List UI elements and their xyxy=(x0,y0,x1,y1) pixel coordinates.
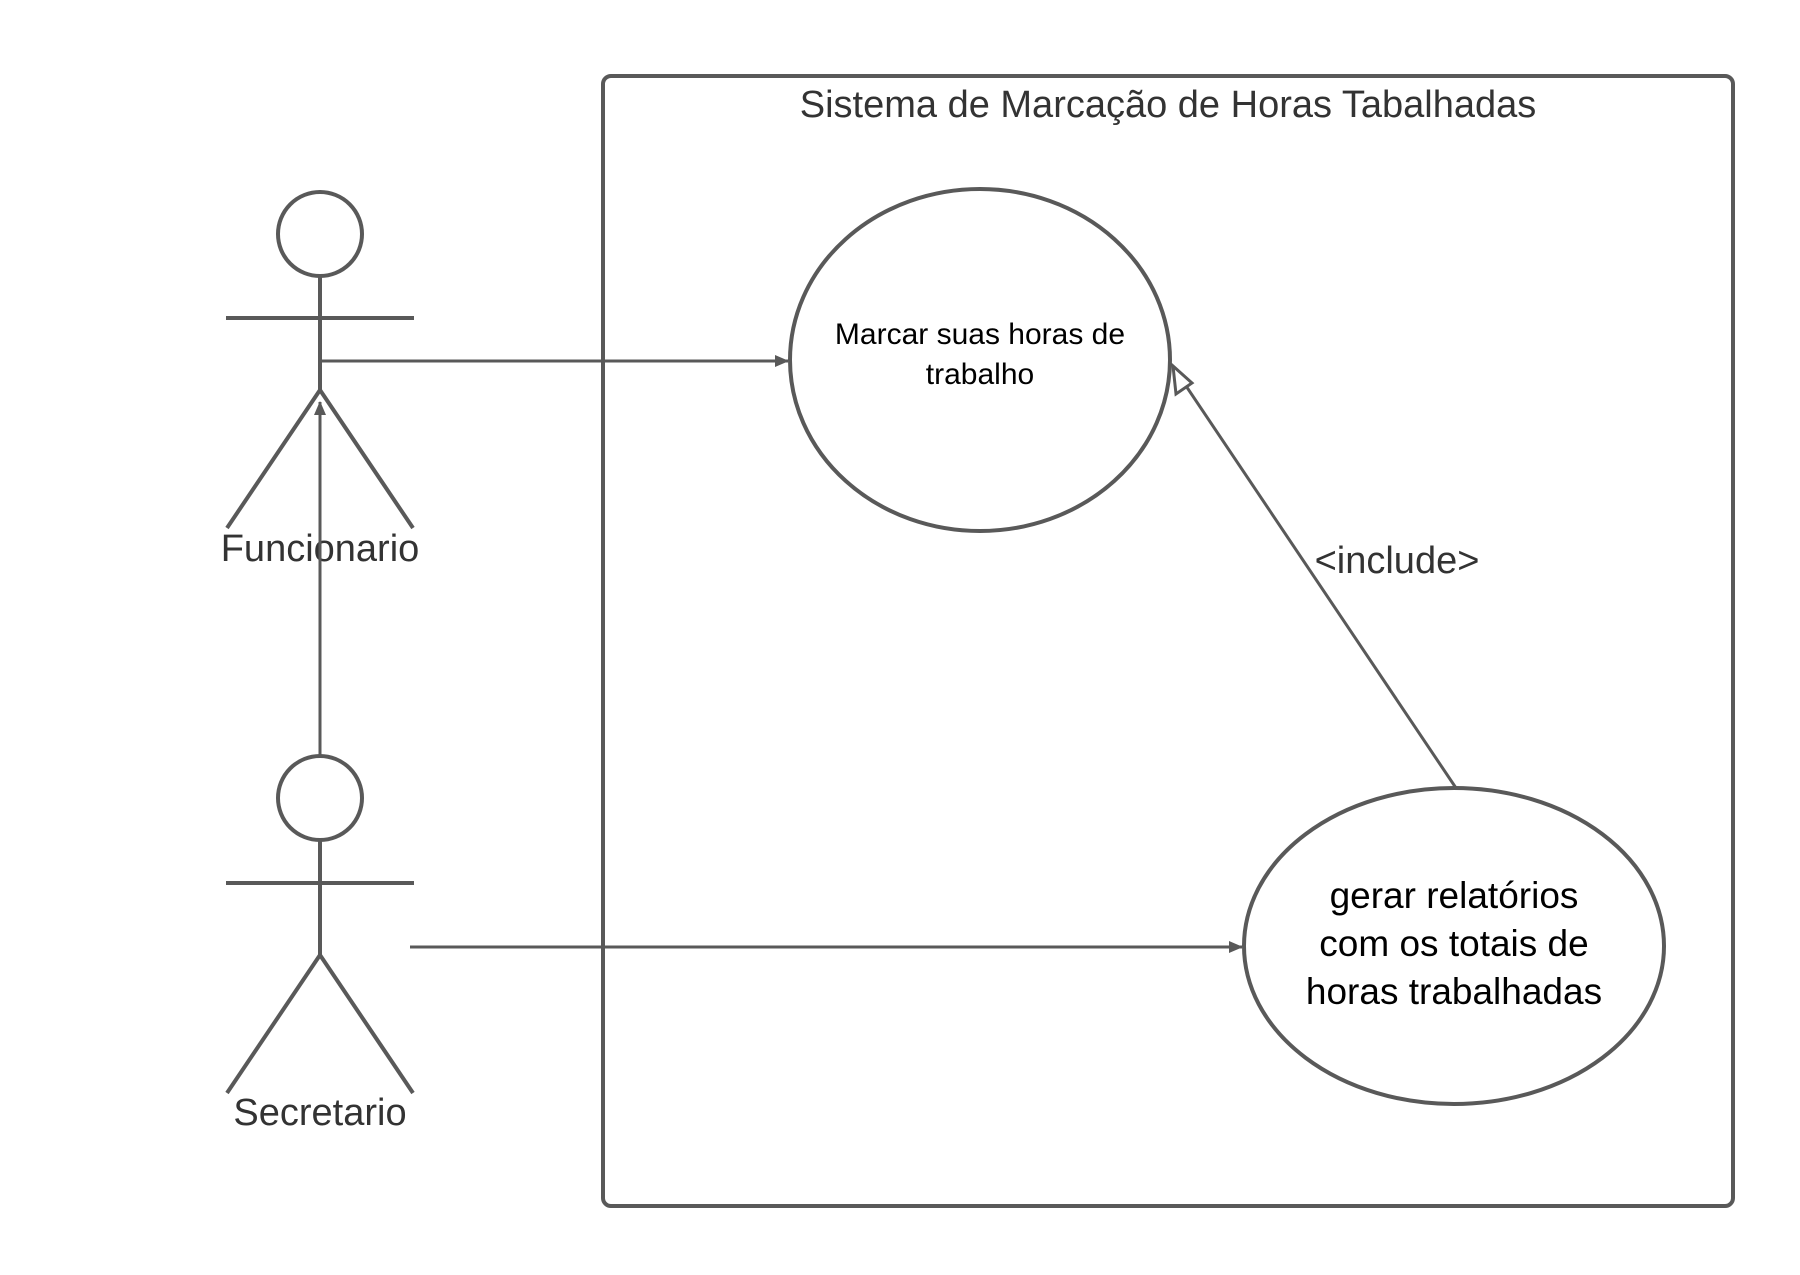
actor-head xyxy=(276,190,364,278)
use-case-gerar-relatorios[interactable]: gerar relatórios com os totais de horas … xyxy=(1242,786,1666,1106)
actor-secretario-label: Secretario xyxy=(233,1092,406,1134)
actor-funcionario[interactable] xyxy=(225,190,415,530)
actor-leg-left xyxy=(225,953,322,1095)
actor-head xyxy=(276,754,364,842)
use-case-label-line3: horas trabalhadas xyxy=(1306,971,1602,1012)
use-case-label-line1: gerar relatórios xyxy=(1330,875,1579,916)
include-arrowhead xyxy=(1171,362,1195,397)
actor-secretario[interactable] xyxy=(225,754,415,1095)
use-case-label-line2: trabalho xyxy=(926,358,1034,391)
include-label: <include> xyxy=(1315,540,1480,582)
use-case-ellipse xyxy=(788,187,1172,533)
use-case-label-line2: com os totais de xyxy=(1319,923,1588,964)
actor-leg-left xyxy=(225,388,322,530)
use-case-ellipse xyxy=(1242,786,1666,1106)
include-relation-line xyxy=(1176,373,1458,789)
system-boundary xyxy=(601,74,1735,1208)
actor-leg-right xyxy=(318,388,415,530)
use-case-label-line1: Marcar suas horas de xyxy=(835,318,1125,351)
use-case-marcar-horas[interactable]: Marcar suas horas de trabalho xyxy=(788,187,1172,533)
actor-leg-right xyxy=(318,953,415,1095)
system-title: Sistema de Marcação de Horas Tabalhadas xyxy=(800,84,1537,126)
